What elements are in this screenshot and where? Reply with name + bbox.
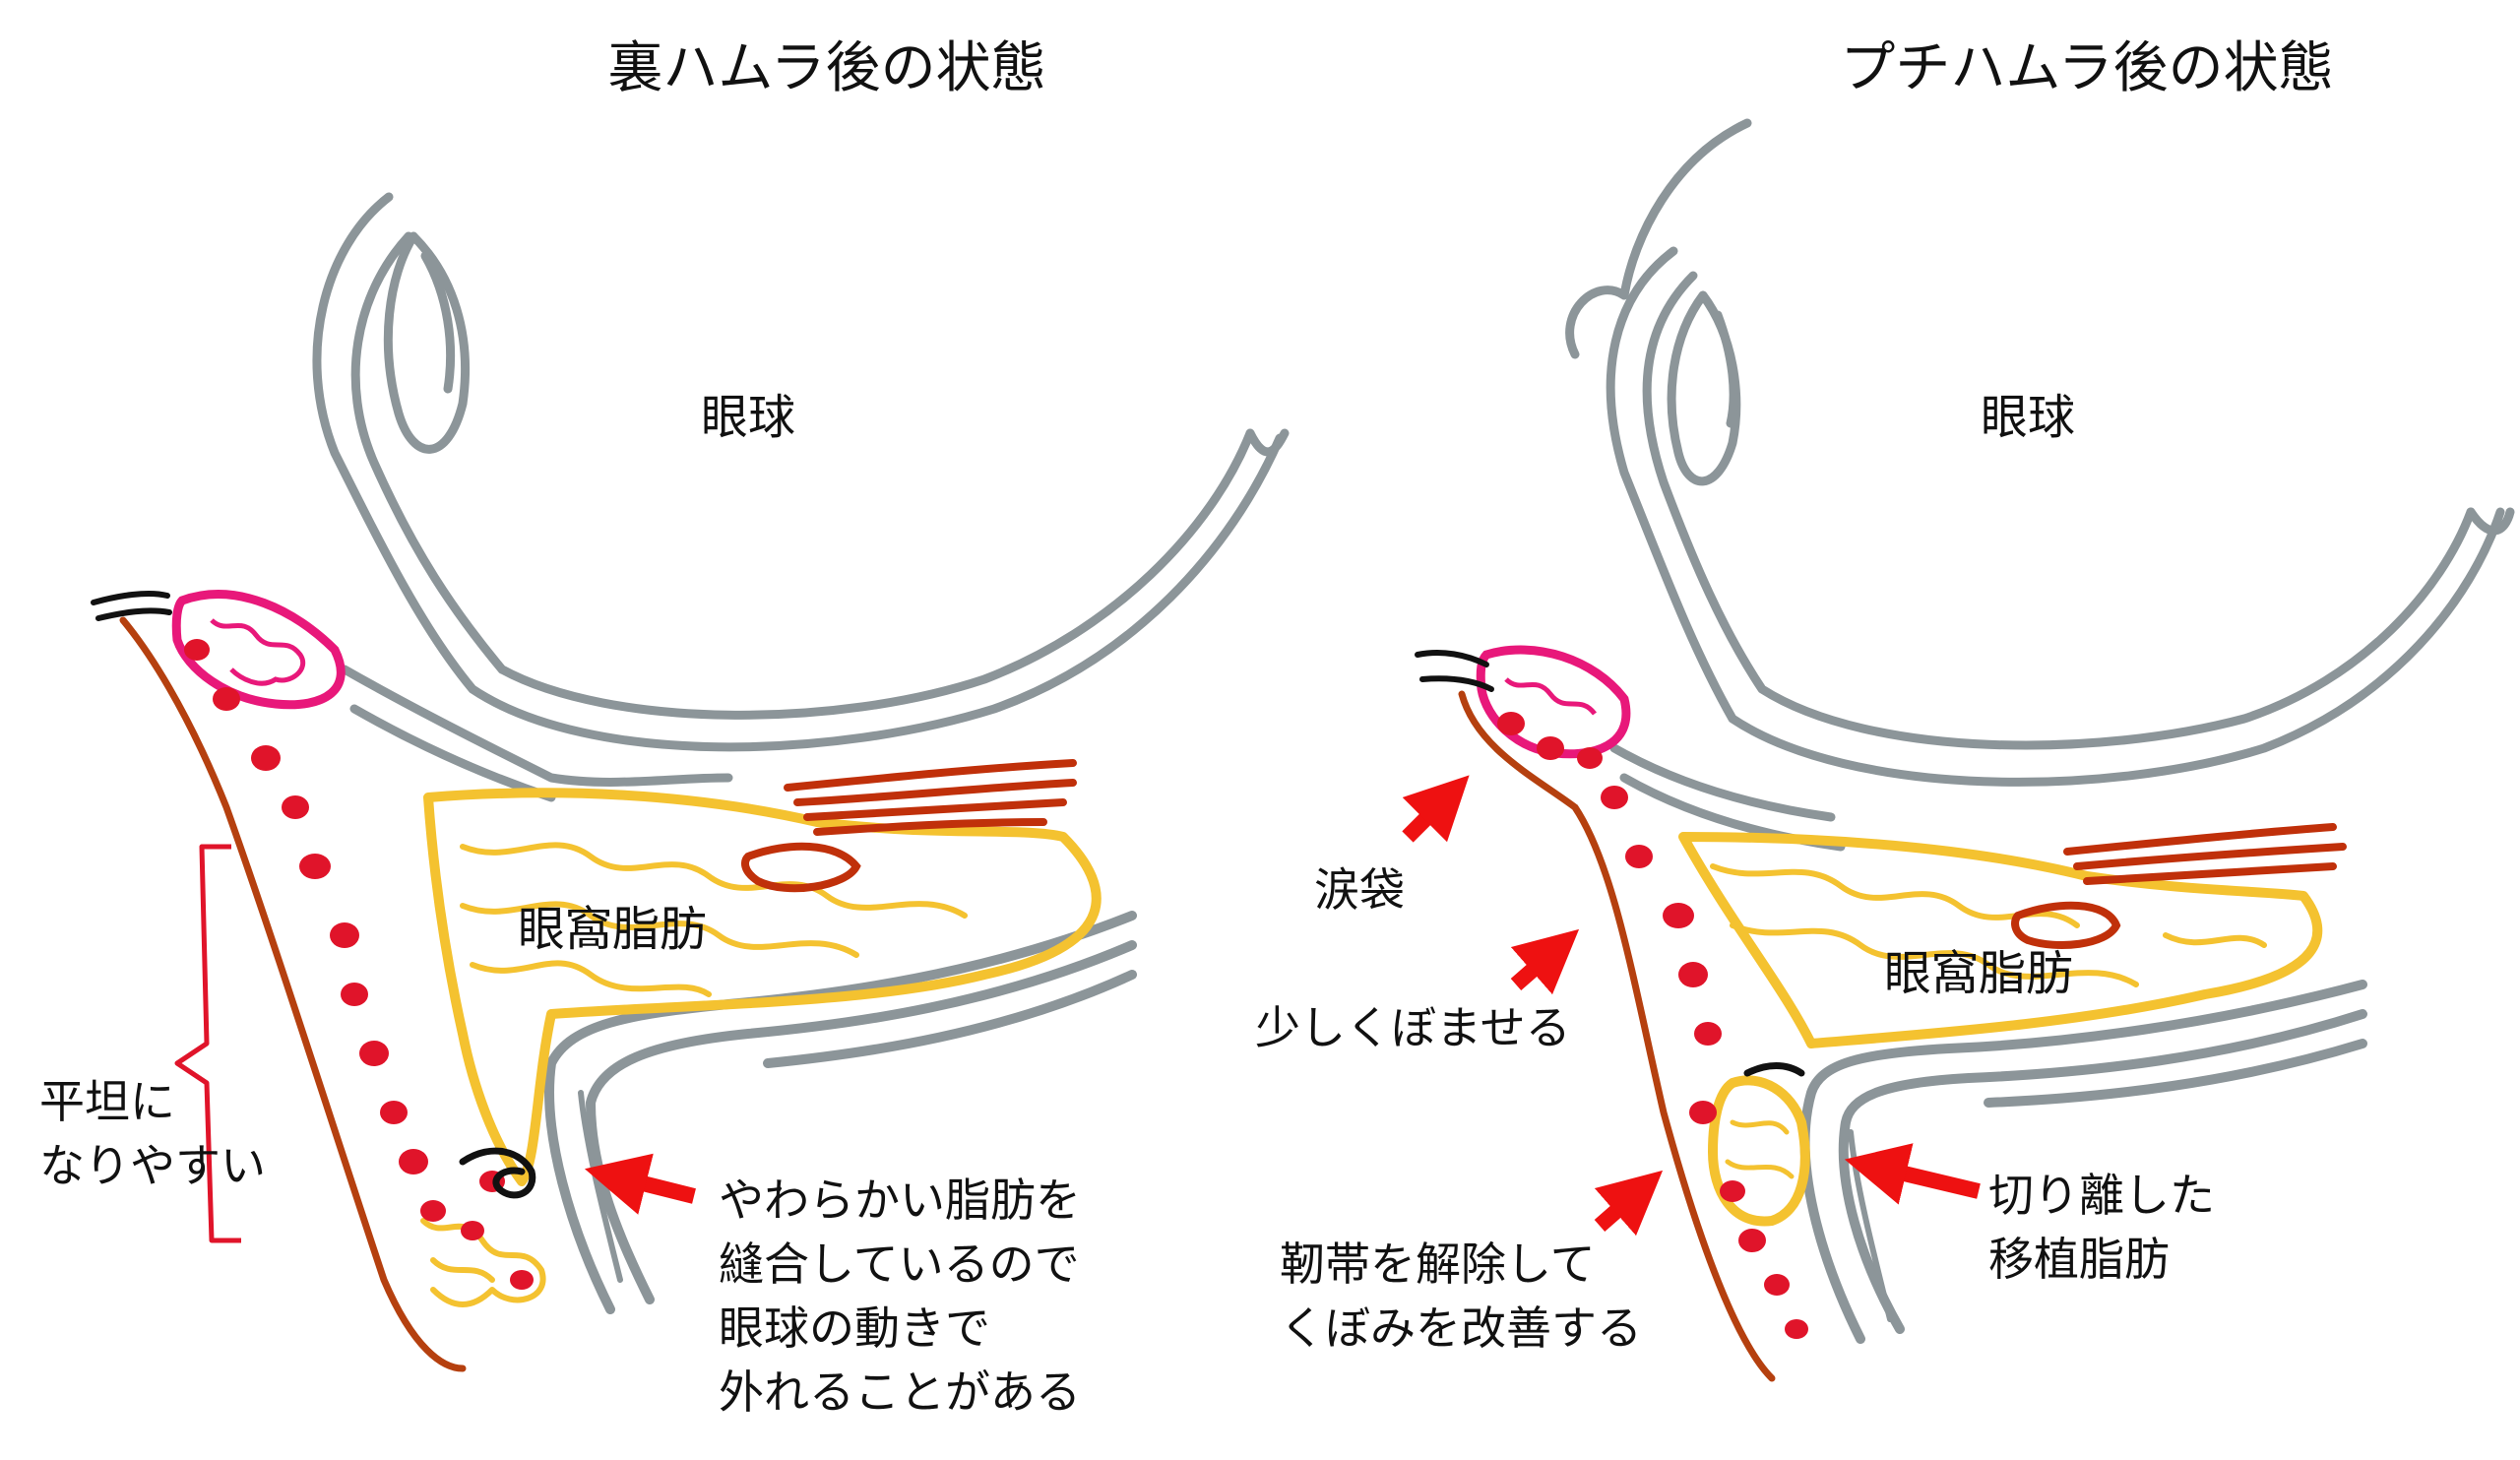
- left-sutured-note-1: やわらかい脂肪を: [719, 1174, 1081, 1227]
- right-eyeball-label: 眼球: [1981, 390, 2075, 445]
- left-muscle-dots: [184, 639, 534, 1290]
- left-eyelash: [91, 591, 172, 621]
- left-flat-note-1: 平坦に: [39, 1075, 175, 1128]
- left-gland-inner: [210, 618, 305, 686]
- right-arrow-hollow: [1510, 928, 1580, 995]
- right-muscle: [2011, 823, 2347, 949]
- right-eyelash: [1415, 650, 1494, 692]
- right-arrow-tear: [1402, 775, 1470, 843]
- right-skin-line: [1458, 690, 1776, 1382]
- left-muscle: [741, 759, 1077, 893]
- right-ligament-note-2: くぼみを改善する: [1280, 1301, 1642, 1355]
- left-panel: 裏ハムラ後の状態: [39, 36, 1290, 1419]
- left-sutured-note-3: 眼球の動きで: [719, 1301, 990, 1355]
- left-eyeball-label: 眼球: [701, 390, 795, 445]
- left-orbital-fat: [420, 788, 1102, 1307]
- right-slight-hollow-note: 少しくぼませる: [1255, 1001, 1571, 1054]
- right-title: プチハムラ後の状態: [1840, 36, 2333, 100]
- left-sutured-note-2: 縫合しているので: [719, 1238, 1080, 1291]
- left-tarsal-gland: [171, 590, 346, 710]
- right-graft-note-2: 移植脂肪: [1988, 1233, 2170, 1286]
- left-flat-note-2: なりやすい: [39, 1139, 266, 1192]
- right-orbital-fat: [1678, 832, 2323, 1227]
- right-muscle-dots: [1497, 712, 1808, 1339]
- left-suture-icon: [459, 1147, 536, 1199]
- left-bracket: [174, 844, 241, 1243]
- right-ligament-note-1: 靭帯を解除して: [1280, 1238, 1596, 1291]
- right-arrow-ligament: [1594, 1170, 1664, 1237]
- right-eyeball-outline: [1565, 118, 2515, 852]
- right-suture-icon: [1743, 1062, 1805, 1077]
- right-arrow-graft: [1844, 1143, 1981, 1205]
- left-eyeball-outline: [312, 192, 1290, 802]
- left-skin-line: [119, 616, 467, 1372]
- left-title: 裏ハムラ後の状態: [607, 36, 1045, 100]
- right-panel: プチハムラ後の状態: [1255, 36, 2515, 1382]
- right-graft-note-1: 切り離した: [1988, 1169, 2215, 1222]
- right-gland-inner: [1504, 677, 1597, 716]
- right-orbital-fat-label: 眼窩脂肪: [1884, 946, 2073, 1001]
- right-tear-trough-note: 涙袋: [1314, 863, 1405, 917]
- left-orbital-fat-label: 眼窩脂肪: [518, 902, 707, 957]
- left-arrow: [584, 1153, 696, 1215]
- left-sutured-note-4: 外れることがある: [719, 1365, 1081, 1419]
